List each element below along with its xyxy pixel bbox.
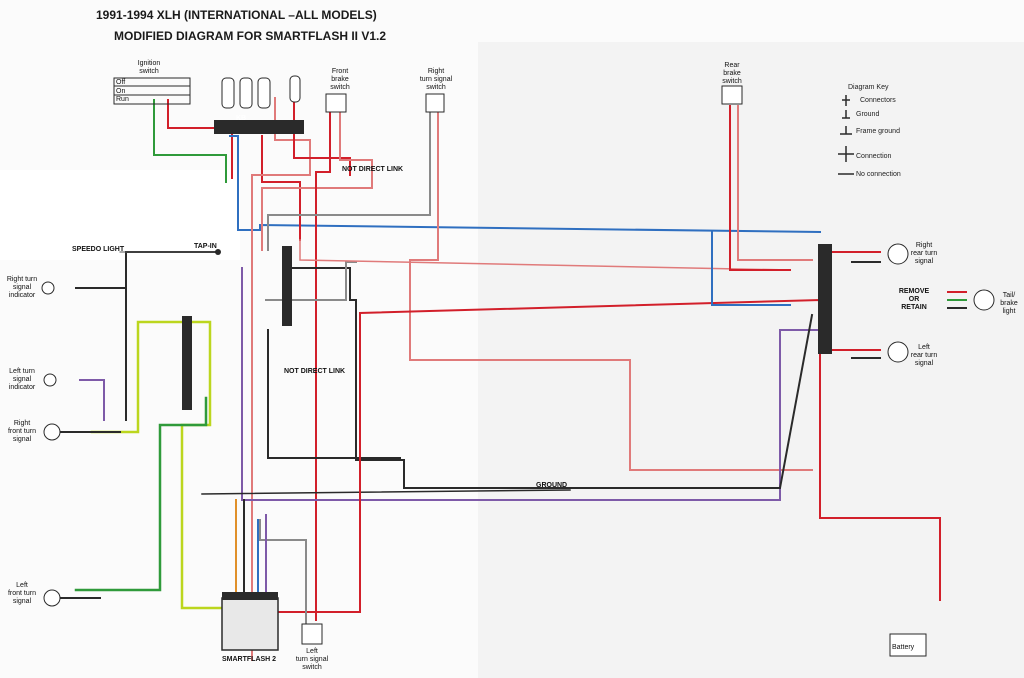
wire-black-speedo bbox=[125, 251, 219, 421]
front-brake-switch-label: Front brake switch bbox=[330, 68, 350, 91]
switch-connectors bbox=[301, 85, 743, 645]
wire-black-left-indicator bbox=[79, 379, 105, 421]
tap-in-label: TAP-IN bbox=[194, 243, 217, 250]
diagram-key-ground: Ground bbox=[856, 111, 880, 118]
diagram-subtitle: MODIFIED DIAGRAM FOR SMARTFLASH II V1.2 bbox=[114, 29, 387, 43]
ignition-on-label: On bbox=[116, 88, 126, 95]
wire-black-long bbox=[289, 267, 814, 489]
wire-blue-fuse bbox=[229, 135, 822, 234]
wire-red-rear-brake bbox=[729, 105, 791, 271]
left-turn-signal-switch-label: Left turn signal switch bbox=[295, 648, 329, 671]
fuse-set bbox=[221, 75, 301, 109]
diagram-title: 1991-1994 XLH (INTERNATIONAL –ALL MODELS… bbox=[96, 8, 377, 22]
smartflash-header bbox=[222, 592, 278, 600]
right-rear-turn-signal-label: Right rear turn signal bbox=[910, 242, 938, 265]
wire-pink-rear-brake bbox=[737, 105, 813, 261]
left-rear-turn-signal-label: Left rear turn signal bbox=[910, 344, 938, 367]
wire-pink-front-brake bbox=[261, 111, 373, 251]
tap-in-dot bbox=[215, 249, 221, 255]
diagram-key-connectors: Connectors bbox=[860, 97, 896, 104]
left-front-turn-signal-label: Left front turn signal bbox=[7, 582, 36, 605]
wire-black-mid bbox=[267, 329, 401, 459]
diagram-key-title: Diagram Key bbox=[848, 84, 889, 91]
left-connector bbox=[182, 316, 192, 410]
battery-box bbox=[889, 633, 927, 657]
ignition-switch-label: Ignition switch bbox=[137, 60, 161, 75]
wire-green-ignition bbox=[153, 99, 227, 183]
background-panel bbox=[0, 170, 240, 260]
diagram-key-no-connection: No connection bbox=[856, 171, 901, 178]
wire-purple-long bbox=[241, 267, 821, 501]
wire-red-top bbox=[299, 239, 791, 271]
right-turn-signal-switch-label: Right turn signal switch bbox=[419, 68, 453, 91]
wire-pink-turn-switch bbox=[409, 111, 813, 471]
wire-blue-right bbox=[711, 231, 791, 306]
smartflash-body bbox=[221, 597, 279, 651]
wire-grey-turn-switch bbox=[267, 111, 431, 251]
wire-red-fuse bbox=[261, 135, 301, 241]
ground-label: GROUND bbox=[536, 482, 568, 489]
wire-ground bbox=[201, 489, 571, 495]
not-direct-link-mid-label: NOT DIRECT LINK bbox=[284, 368, 346, 375]
wire-yellow-green bbox=[90, 320, 230, 610]
left-turn-indicator-label: Left turn signal indicator bbox=[8, 368, 36, 391]
battery-label: Battery bbox=[892, 644, 915, 651]
smartflash-label: SMARTFLASH 2 bbox=[222, 656, 277, 663]
remove-or-retain-label: REMOVE OR RETAIN bbox=[898, 288, 930, 311]
ignition-run-label: Run bbox=[116, 96, 129, 103]
fuse-block-label: KB bbox=[236, 115, 247, 122]
rear-connector bbox=[818, 244, 832, 354]
diagram-key-frame-ground: Frame ground bbox=[856, 128, 900, 135]
right-front-turn-signal-label: Right front turn signal bbox=[7, 420, 36, 443]
rear-brake-switch-label: Rear brake switch bbox=[722, 62, 742, 85]
wire-grey-harness bbox=[265, 261, 357, 301]
wire-grey-left-turn-switch bbox=[259, 519, 307, 629]
diagram-key-symbols bbox=[838, 95, 854, 175]
speedo-light-label: SPEEDO LIGHT bbox=[72, 246, 125, 253]
diagram-key-connection: Connection bbox=[856, 153, 892, 160]
bulbs bbox=[41, 243, 995, 607]
wire-red-ignition bbox=[167, 99, 233, 179]
fuse-block-connector bbox=[214, 120, 304, 134]
wire-red-smartflash bbox=[277, 298, 941, 613]
center-connector bbox=[282, 246, 292, 326]
wire-red-front-brake bbox=[315, 111, 331, 621]
ignition-switch-box bbox=[113, 77, 191, 105]
wire-green-front bbox=[74, 396, 208, 592]
ignition-off-label: Off bbox=[116, 79, 126, 86]
not-direct-link-top-label: NOT DIRECT LINK bbox=[342, 166, 404, 173]
right-turn-indicator-label: Right turn signal indicator bbox=[6, 276, 38, 299]
tail-brake-light-label: Tail/ brake light bbox=[1000, 292, 1018, 315]
